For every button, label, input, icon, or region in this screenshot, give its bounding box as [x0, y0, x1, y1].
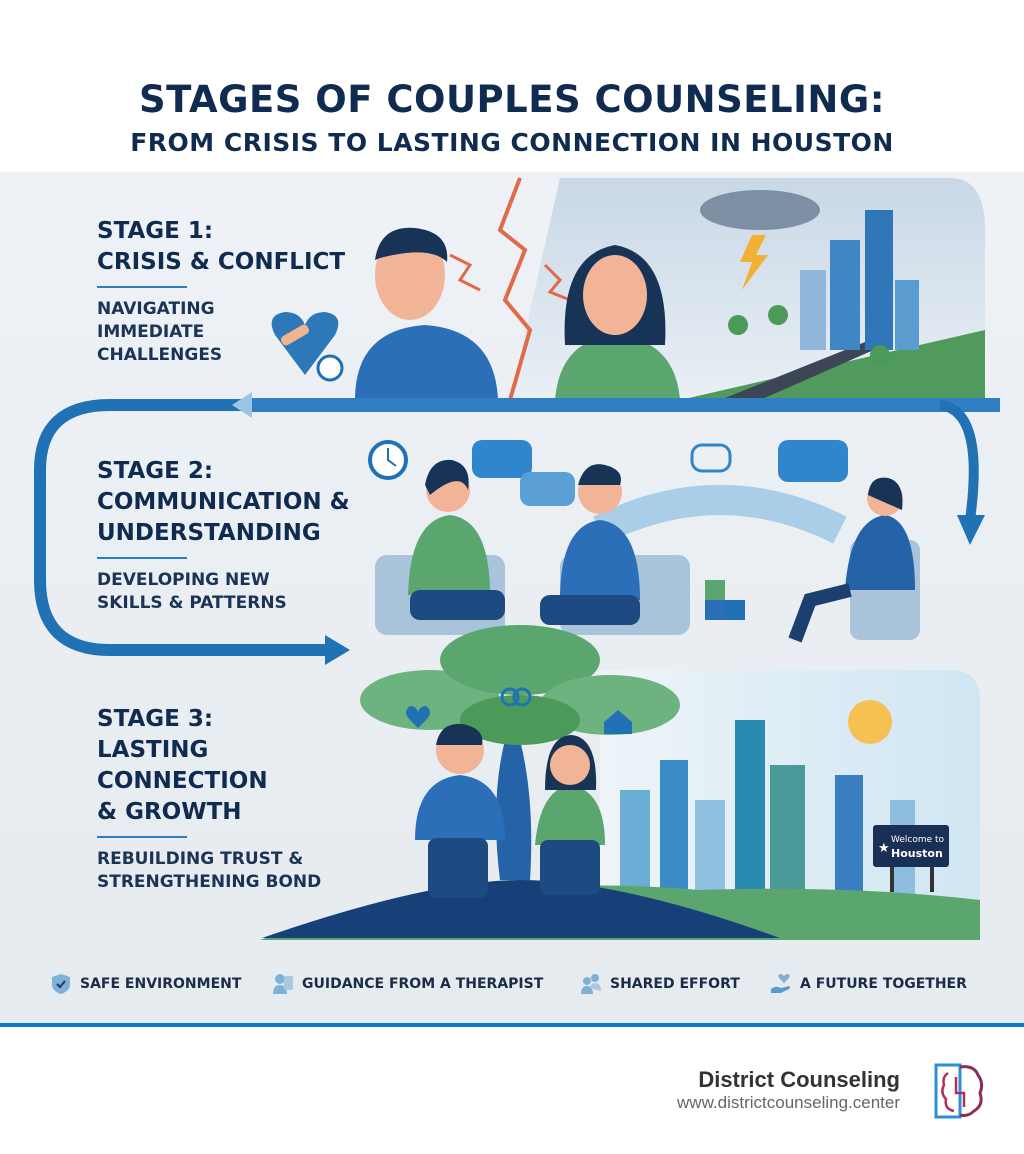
- heart-hand-icon: [771, 974, 790, 993]
- stage-3-heading-4: & GROWTH: [97, 799, 242, 825]
- stage-1-scene: [271, 177, 985, 401]
- puzzle-icon: [705, 580, 745, 620]
- flow-arrow-right: [325, 635, 350, 665]
- man-client: [540, 464, 640, 625]
- page-title: STAGES OF COUPLES COUNSELING:: [138, 78, 886, 121]
- stage-2-scene: [368, 440, 920, 643]
- storm-cloud: [700, 190, 820, 230]
- stage-2-sub-2: SKILLS & PATTERNS: [97, 593, 287, 613]
- house-icon: [604, 710, 632, 734]
- heart-icon: [406, 706, 430, 728]
- lightning-icon: [740, 235, 768, 290]
- feature-label: GUIDANCE FROM A THERAPIST: [302, 976, 544, 992]
- stage-1-sub-1: NAVIGATING: [97, 299, 215, 319]
- stage-2-heading-2: COMMUNICATION &: [97, 489, 350, 515]
- feature-safe-environment: SAFE ENVIRONMENT: [50, 973, 241, 995]
- stage-1: STAGE 1: CRISIS & CONFLICT NAVIGATING IM…: [97, 216, 345, 367]
- footer-divider: [0, 1023, 1024, 1027]
- stage-1-heading-1: STAGE 1:: [97, 218, 214, 244]
- stage-3-scene: ★ Welcome to Houston: [260, 625, 980, 940]
- brain-logo-icon: [934, 1063, 984, 1119]
- communication-wave: [593, 485, 847, 544]
- divider: [97, 286, 187, 288]
- stage-3: STAGE 3: LASTING CONNECTION & GROWTH REB…: [97, 704, 321, 894]
- tree-canopy: [360, 625, 680, 745]
- stage-2-sub-1: DEVELOPING NEW: [97, 570, 270, 590]
- stage-1-heading-2: CRISIS & CONFLICT: [97, 249, 346, 275]
- angry-man: [355, 227, 498, 400]
- upset-woman: [555, 245, 680, 400]
- city-skyline-1: [800, 210, 919, 350]
- flow-band-left: [34, 399, 330, 656]
- people-icon: [581, 974, 601, 994]
- broken-heart-bandage-clock-icon: [271, 312, 344, 382]
- woman-partner: [535, 735, 605, 895]
- stage-1-sub-3: CHALLENGES: [97, 345, 223, 365]
- stage-1-sub-2: IMMEDIATE: [97, 322, 205, 342]
- stage-3-sub-2: STRENGTHENING BOND: [97, 872, 322, 892]
- stage-2-heading-1: STAGE 2:: [97, 458, 214, 484]
- flow-arrow-left: [232, 392, 252, 418]
- feature-future-together: A FUTURE TOGETHER: [770, 973, 967, 995]
- stage-2-heading-3: UNDERSTANDING: [97, 520, 321, 546]
- stage-3-heading-3: CONNECTION: [97, 768, 268, 794]
- feature-guidance: GUIDANCE FROM A THERAPIST: [272, 973, 543, 995]
- brand-url[interactable]: www.districtcounseling.center: [677, 1093, 900, 1112]
- crack-lightning: [497, 177, 533, 401]
- tree-trunk: [496, 740, 532, 880]
- stage-2: STAGE 2: COMMUNICATION & UNDERSTANDING D…: [97, 456, 350, 615]
- stage-3-heading-2: LASTING: [97, 737, 209, 763]
- tree: [728, 305, 890, 365]
- feature-shared-effort: SHARED EFFORT: [580, 973, 740, 995]
- therapist: [788, 477, 920, 643]
- man-partner: [415, 723, 505, 898]
- therapist-icon: [273, 974, 293, 994]
- feature-label: A FUTURE TOGETHER: [800, 976, 967, 992]
- sign-line1: Welcome to: [891, 835, 945, 845]
- welcome-sign: ★ Welcome to Houston: [873, 825, 949, 892]
- divider: [97, 557, 187, 559]
- speech-bubble-icons: [472, 440, 848, 506]
- page-subtitle: FROM CRISIS TO LASTING CONNECTION IN HOU…: [130, 128, 894, 157]
- tree-roots: [262, 880, 780, 938]
- sun-icon: [848, 700, 892, 744]
- feature-label: SAFE ENVIRONMENT: [80, 976, 242, 992]
- rings-icon: [500, 687, 520, 707]
- stage-illustrations: ★ Welcome to Houston: [34, 177, 1000, 940]
- stage-3-sub-1: REBUILDING TRUST &: [97, 849, 304, 869]
- brand: District Counseling www.districtcounseli…: [677, 1067, 900, 1113]
- divider: [97, 836, 187, 838]
- stage-3-heading-1: STAGE 3:: [97, 706, 214, 732]
- feature-label: SHARED EFFORT: [610, 976, 740, 992]
- sign-line2: Houston: [891, 847, 943, 860]
- shield-check-icon: [52, 974, 70, 994]
- flow-arrow-down: [957, 515, 985, 545]
- woman-client: [408, 459, 505, 620]
- svg-text:★: ★: [878, 841, 890, 856]
- brand-name: District Counseling: [698, 1067, 900, 1092]
